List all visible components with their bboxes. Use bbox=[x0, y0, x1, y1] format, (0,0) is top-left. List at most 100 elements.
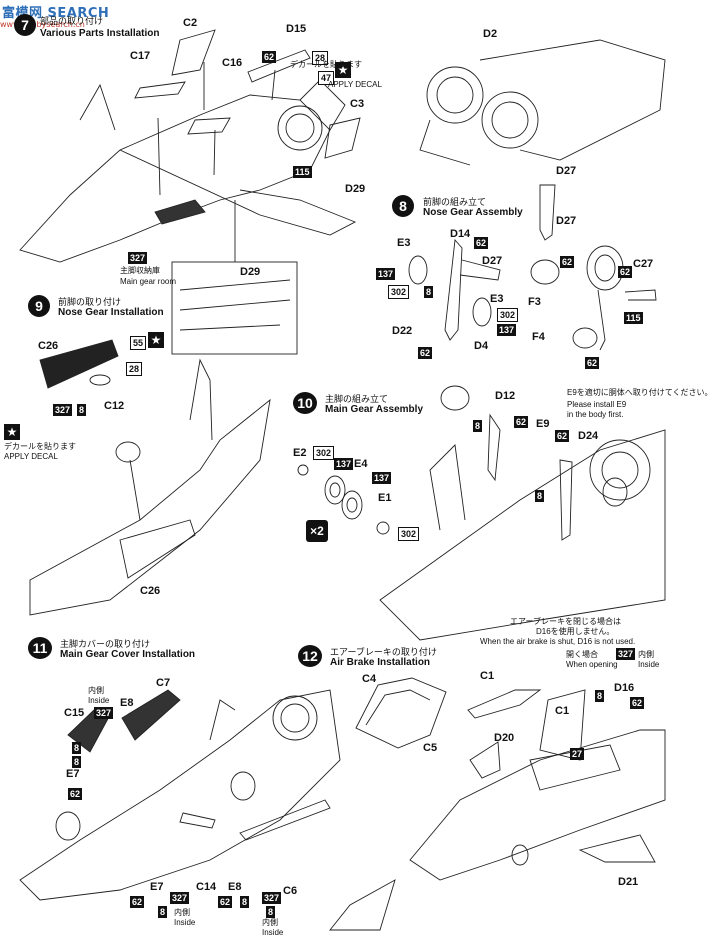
color-8-s8: 8 bbox=[424, 286, 434, 298]
e9-note-en-2: in the body first. bbox=[567, 410, 624, 419]
inside-en-s11a: Inside bbox=[88, 696, 110, 705]
opening-jp: 開く場合 bbox=[566, 650, 598, 659]
inside-en-s12: Inside bbox=[638, 660, 660, 669]
step12-title-jp: エアーブレーキの取り付け bbox=[330, 647, 437, 657]
e9-note-en-1: Please install E9 bbox=[567, 400, 627, 409]
main-gear-room-en: Main gear room bbox=[120, 277, 177, 286]
inside-jp-s11a: 内側 bbox=[88, 686, 104, 695]
part-e4: E4 bbox=[354, 458, 368, 470]
color-8-s11e: 8 bbox=[266, 906, 276, 918]
color-28-s9: 28 bbox=[126, 362, 143, 376]
part-c27: C27 bbox=[633, 258, 654, 270]
color-62-s8d: 62 bbox=[618, 266, 633, 278]
color-62: 62 bbox=[262, 51, 277, 63]
assembly-line-art bbox=[19, 29, 666, 931]
part-c5: C5 bbox=[423, 742, 438, 754]
color-62-s8b: 62 bbox=[418, 347, 433, 359]
part-d15: D15 bbox=[286, 23, 307, 35]
part-e1: E1 bbox=[378, 492, 392, 504]
color-8-s12: 8 bbox=[595, 690, 605, 702]
part-d14: D14 bbox=[450, 228, 471, 240]
part-d29-top: D29 bbox=[345, 183, 366, 195]
part-c7: C7 bbox=[156, 677, 171, 689]
part-e3-a: E3 bbox=[397, 237, 411, 249]
opening-en: When opening bbox=[566, 660, 618, 669]
color-62-s11c: 62 bbox=[218, 896, 233, 908]
step7-title-en: Various Parts Installation bbox=[40, 28, 160, 39]
part-d29-inset: D29 bbox=[240, 266, 261, 278]
color-55: 55 bbox=[130, 336, 147, 350]
color-8-s9: 8 bbox=[77, 404, 87, 416]
part-d16: D16 bbox=[614, 682, 635, 694]
part-f4: F4 bbox=[532, 331, 545, 343]
step7-number-badge: 7 bbox=[14, 14, 36, 36]
part-d4: D4 bbox=[474, 340, 489, 352]
part-c15: C15 bbox=[64, 707, 85, 719]
part-c26-b: C26 bbox=[140, 585, 161, 597]
color-137-s8b: 137 bbox=[497, 324, 517, 336]
part-c4: C4 bbox=[362, 673, 377, 685]
step8-number-badge: 8 bbox=[392, 195, 414, 217]
part-d12: D12 bbox=[495, 390, 516, 402]
airbrake-note-en: When the air brake is shut, D16 is not u… bbox=[480, 637, 636, 646]
part-d21: D21 bbox=[618, 876, 639, 888]
color-115-s8: 115 bbox=[624, 312, 643, 324]
color-327: 327 bbox=[128, 252, 148, 264]
part-e2: E2 bbox=[293, 447, 307, 459]
part-d27-a: D27 bbox=[556, 165, 577, 177]
color-115: 115 bbox=[293, 166, 312, 178]
part-c14: C14 bbox=[196, 881, 217, 893]
multiplier-badge: ×2 bbox=[306, 520, 328, 542]
decal-note-jp-s9: デカールを貼ります bbox=[4, 442, 76, 451]
part-c16: C16 bbox=[222, 57, 243, 69]
e9-note-jp: E9を適切に胴体へ取り付けてください。 bbox=[567, 388, 713, 397]
color-62-s10b: 62 bbox=[555, 430, 570, 442]
part-c12: C12 bbox=[104, 400, 125, 412]
color-302-s10b: 302 bbox=[398, 527, 420, 541]
step9-title-en: Nose Gear Installation bbox=[58, 307, 164, 318]
decal-note-en-s9: APPLY DECAL bbox=[4, 452, 58, 461]
color-137-s10b: 137 bbox=[372, 472, 392, 484]
decal-star-icon-s9b: ★ bbox=[4, 424, 20, 440]
step11-title-jp: 主脚カバーの取り付け bbox=[60, 639, 151, 649]
step10-title-en: Main Gear Assembly bbox=[325, 404, 424, 415]
step10-title-jp: 主脚の組み立て bbox=[325, 394, 389, 404]
color-327-s11a: 327 bbox=[94, 707, 114, 719]
airbrake-note-jp-2: D16を使用しません。 bbox=[536, 627, 615, 636]
step7-title-jp: 部品の取り付け bbox=[40, 16, 104, 26]
decal-note-en: APPLY DECAL bbox=[328, 80, 382, 89]
step10-number-badge: 10 bbox=[293, 392, 317, 414]
part-d27-c: D27 bbox=[482, 255, 503, 267]
part-d22: D22 bbox=[392, 325, 413, 337]
color-327-s11b: 327 bbox=[170, 892, 190, 904]
color-302-s8a: 302 bbox=[388, 285, 410, 299]
decal-note-jp: デカールを貼ります bbox=[290, 60, 362, 69]
color-62-s8a: 62 bbox=[474, 237, 489, 249]
part-e3-b: E3 bbox=[490, 293, 504, 305]
inside-en-s11c: Inside bbox=[262, 928, 284, 937]
color-137-s8a: 137 bbox=[376, 268, 396, 280]
color-302-s8b: 302 bbox=[497, 308, 519, 322]
step12-title-en: Air Brake Installation bbox=[330, 657, 431, 668]
color-327-s11c: 327 bbox=[262, 892, 282, 904]
decal-star-icon: ★ bbox=[335, 62, 351, 78]
inside-en-s11b: Inside bbox=[174, 918, 196, 927]
part-d2: D2 bbox=[483, 28, 498, 40]
color-8-s10a: 8 bbox=[473, 420, 483, 432]
step9-title-jp: 前脚の取り付け bbox=[58, 297, 122, 307]
part-e9: E9 bbox=[536, 418, 550, 430]
part-e7-b: E7 bbox=[150, 881, 164, 893]
inside-jp-s11b: 内側 bbox=[174, 908, 190, 917]
color-137-s10a: 137 bbox=[334, 458, 354, 470]
part-c1-a: C1 bbox=[480, 670, 495, 682]
part-d20: D20 bbox=[494, 732, 515, 744]
step11-number-badge: 11 bbox=[28, 637, 52, 659]
inside-jp-s12: 内側 bbox=[638, 650, 654, 659]
part-c26-a: C26 bbox=[38, 340, 59, 352]
part-f3: F3 bbox=[528, 296, 541, 308]
part-c17: C17 bbox=[130, 50, 151, 62]
part-c1-b: C1 bbox=[555, 705, 570, 717]
part-e8-a: E8 bbox=[120, 697, 134, 709]
color-327-s12: 327 bbox=[616, 648, 636, 660]
color-62-s11b: 62 bbox=[130, 896, 145, 908]
